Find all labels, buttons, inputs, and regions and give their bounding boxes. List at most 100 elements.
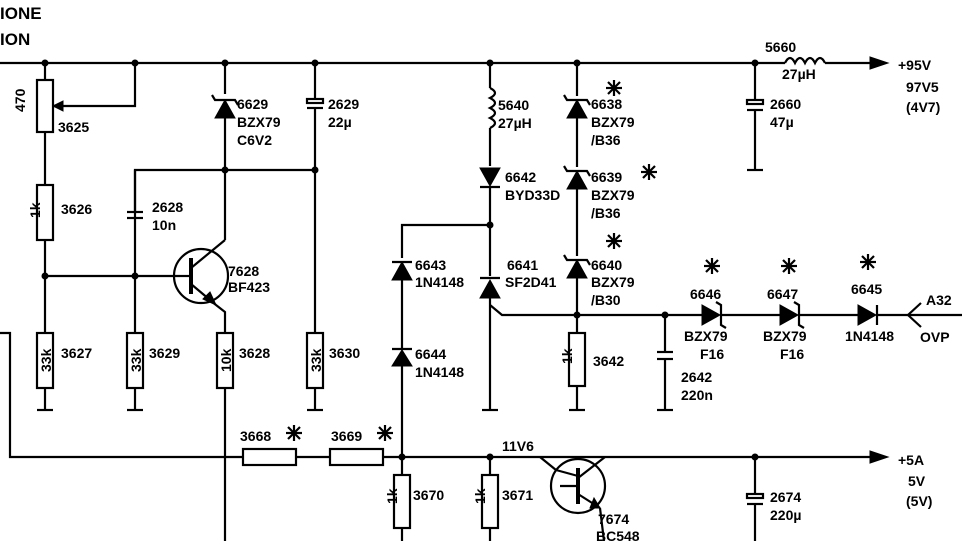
r3629-ref: 3629 [149,345,180,361]
r3626-value: 1k [27,202,43,218]
l5660-value: 27µH [782,66,816,82]
d6639-icon [566,169,588,190]
c2642-value: 220n [681,387,713,403]
c2660-ref: 2660 [770,96,801,112]
d6641-icon [479,278,501,299]
d6629-value: C6V2 [237,132,272,148]
r3671-value: 1k [472,488,488,504]
c2629-value: 22µ [328,114,352,130]
q7674-group [539,456,607,541]
r3668-body [241,447,298,467]
r3668-mark-icon [284,423,304,443]
column-2629 [305,63,325,412]
q7628-ref: 7628 [228,263,259,279]
d6642-type: BYD33D [505,187,560,203]
d6640-ref: 6640 [591,257,622,273]
r3630-ref: 3630 [329,345,360,361]
d6639-mark-icon [639,162,659,182]
r3629-value: 33k [128,348,144,372]
d6645-mark-icon [858,252,878,272]
d6642-ref: 6642 [505,169,536,185]
arrow-plus5a-icon [869,450,890,464]
d6643-ref: 6643 [415,257,446,273]
d6643-icon [391,260,413,281]
column-2674 [745,457,765,541]
r3642-value: 1k [559,348,575,364]
column-6642 [479,63,665,541]
d6647-icon [779,304,800,326]
c2674-value: 220µ [770,507,801,523]
node-11v6: 11V6 [502,438,534,454]
d6644-icon [391,349,413,367]
d6629-ref: 6629 [237,96,268,112]
d6638-mark-icon [604,78,624,98]
d6629-type: BZX79 [237,114,281,130]
c2660-value: 47µ [770,114,794,130]
header-line2: ION [0,30,30,49]
d6647-value: F16 [780,346,804,362]
c2674-ref: 2674 [770,489,801,505]
d6639-type: BZX79 [591,187,635,203]
r3642-ref: 3642 [593,353,624,369]
r3668-ref: 3668 [240,428,271,444]
d6645-type: 1N4148 [845,328,894,344]
column-2660 [745,63,765,172]
column-2628 [125,168,225,412]
r3671-ref: 3671 [502,487,533,503]
r3627-ref: 3627 [61,345,92,361]
r3630-value: 33k [308,348,324,372]
c2642-ref: 2642 [681,369,712,385]
d6643-type: 1N4148 [415,274,464,290]
d6646-icon [701,304,722,326]
d6645-ref: 6645 [851,281,882,297]
rail-plus5a-sub1: 5V [908,473,926,489]
rail-plus5a-sub2: (5V) [906,493,932,509]
d6642-icon [479,167,501,188]
d6641-ref: 6641 [507,257,538,273]
r3670-ref: 3670 [413,487,444,503]
d6638-value: /B36 [591,132,621,148]
d6644-ref: 6644 [415,346,446,362]
r3628-value: 10k [218,348,234,372]
r3669-mark-icon [375,423,395,443]
connector-a32-icon [906,302,922,328]
d6629-icon [214,98,236,119]
d6647-ref: 6647 [767,286,798,302]
d6638-ref: 6638 [591,96,622,112]
arrow-plus95-icon [869,56,890,70]
q7674-type: BC548 [596,528,640,541]
r3626-ref: 3626 [61,201,92,217]
column-6643 [391,221,494,541]
d6646-ref: 6646 [690,286,721,302]
c2628-ref: 2628 [152,199,183,215]
c2629-ref: 2629 [328,96,359,112]
potentiometer-wiper-icon [51,100,64,112]
d6640-mark-icon [604,231,624,251]
d6641-type: SF2D41 [505,274,557,290]
r3625-body [35,78,55,134]
rail-plus95-sub2: (4V7) [906,99,940,115]
q7628-type: BF423 [228,279,270,295]
lower-left-wire [0,331,890,467]
ovp-chain [665,301,962,329]
d6644-type: 1N4148 [415,364,464,380]
zener-stack [563,63,591,412]
l5640-ref: 5640 [498,97,529,113]
d6646-value: F16 [700,346,724,362]
r3627-value: 33k [38,348,54,372]
q7628-icon [172,247,230,305]
d6639-value: /B36 [591,205,621,221]
d6647-type: BZX79 [763,328,807,344]
header-line1: IONE [0,4,42,23]
left-column [35,63,180,412]
d6640-type: BZX79 [591,274,635,290]
q7674-ref: 7674 [598,511,629,527]
connector-signal: OVP [920,329,950,345]
rail-plus95-label: +95V [898,57,932,73]
d6638-icon [566,98,588,119]
d6645-icon [857,304,878,326]
l5640-icon [487,87,497,129]
r3628-ref: 3628 [239,345,270,361]
r3670-value: 1k [384,488,400,504]
